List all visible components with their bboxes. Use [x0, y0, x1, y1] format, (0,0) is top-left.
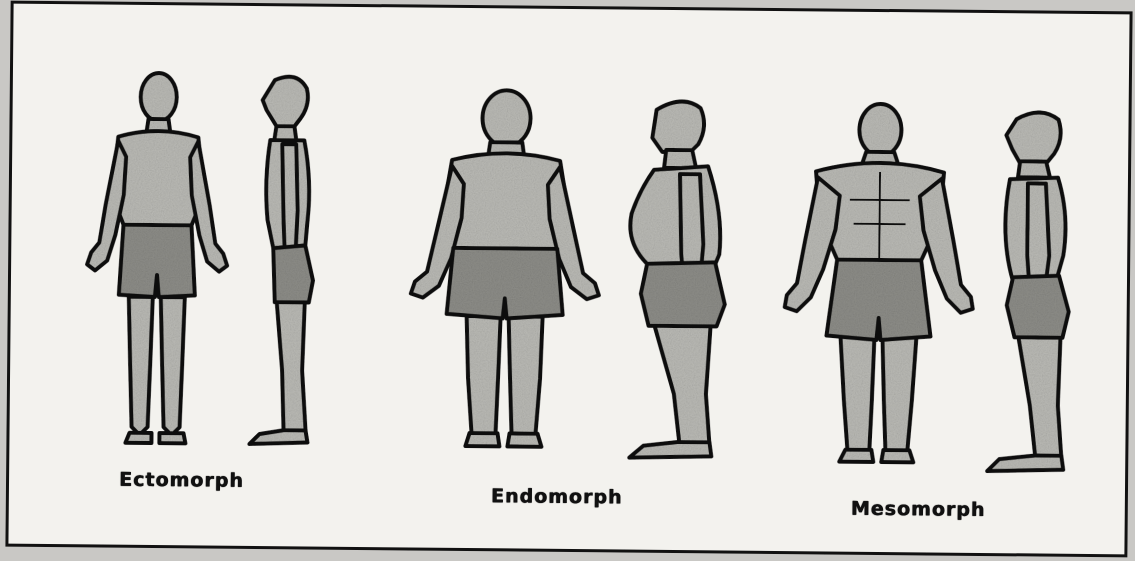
mesomorph-front-figure: [777, 99, 981, 471]
ectomorph-label: Ectomorph: [119, 469, 244, 492]
mesomorph-label: Mesomorph: [851, 498, 986, 521]
endomorph-front-figure: [395, 87, 613, 459]
endomorph-label: Endomorph: [491, 485, 623, 508]
mesomorph-side-figure: [977, 105, 1091, 476]
ectomorph-side-figure: [231, 70, 345, 451]
ectomorph-front-figure: [71, 64, 245, 456]
somatotype-card: Ectomorph Endomorph Mesomorph: [5, 1, 1132, 558]
endomorph-side-figure: [609, 93, 753, 464]
